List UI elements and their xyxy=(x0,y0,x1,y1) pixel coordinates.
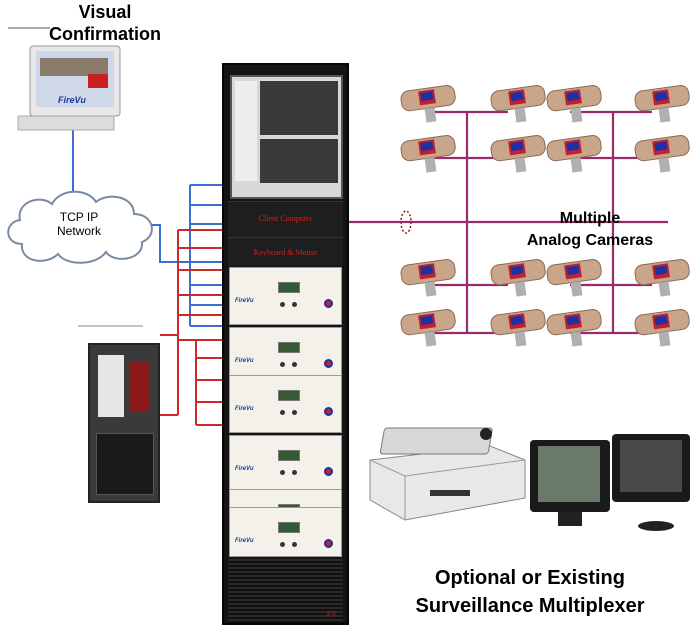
server-rack: Client Computer Keyboard & Mouse FireVu … xyxy=(222,63,349,625)
fire-panel-handset xyxy=(130,361,150,411)
fire-panel-door xyxy=(96,433,154,495)
camera-icon xyxy=(489,257,549,301)
dvr-icon xyxy=(369,427,526,521)
multiplexer-label-line1: Optional or Existing xyxy=(434,567,625,589)
cameras-label: Multiple Analog Cameras xyxy=(510,208,670,252)
keyboard-mouse-label: Keyboard & Mouse xyxy=(253,248,318,257)
visual-confirmation-line1: Visual xyxy=(78,2,132,22)
camera-icon xyxy=(545,133,605,177)
camera-icon xyxy=(633,307,693,351)
fire-panel-icon xyxy=(88,343,160,503)
client-computer-unit: Client Computer xyxy=(228,201,343,242)
camera-icon xyxy=(545,257,605,301)
client-computer-label: Client Computer xyxy=(258,214,313,223)
firevu-module-4: FireVu xyxy=(229,435,342,493)
monitor-sidebar xyxy=(235,81,257,181)
fire-panel-display xyxy=(98,355,124,417)
visual-confirmation-label: Visual Confirmation xyxy=(40,1,170,45)
monitor-video-1 xyxy=(260,81,338,135)
camera-icon xyxy=(399,83,459,127)
camera-icon xyxy=(399,257,459,301)
cloud-icon xyxy=(7,190,153,264)
firevu-module-3: FireVu xyxy=(229,375,342,433)
multiplexer-label: Optional or Existing Surveillance Multip… xyxy=(380,564,680,620)
multiplexer-label-line2: Surveillance Multiplexer xyxy=(415,595,645,617)
keyboard-mouse-unit: Keyboard & Mouse xyxy=(228,237,343,266)
camera-icon xyxy=(489,83,549,127)
rack-vent: FV xyxy=(228,559,343,623)
camera-icon xyxy=(399,133,459,177)
camera-icon xyxy=(633,83,693,127)
workstation-brand: FireVu xyxy=(58,95,86,105)
rack-monitor xyxy=(230,75,343,199)
network-label-line1: TCP IP xyxy=(59,210,99,224)
workstation-icon xyxy=(17,45,121,131)
firevu-module-1: FireVu xyxy=(229,267,342,325)
camera-icon xyxy=(489,307,549,351)
monitor-icon xyxy=(530,434,690,531)
network-label-line2: Network xyxy=(56,224,101,238)
network-label: TCP IP Network xyxy=(34,210,124,238)
alarm-lines xyxy=(158,229,224,426)
camera-icon xyxy=(633,133,693,177)
cameras-label-line2: Analog Cameras xyxy=(526,232,654,249)
firevu-module-6: FireVu xyxy=(229,507,342,557)
cameras-label-line1: Multiple xyxy=(559,210,621,227)
rack-bottom-mark: FV xyxy=(326,610,337,619)
camera-icon xyxy=(399,307,459,351)
monitor-video-2 xyxy=(260,139,338,183)
video-lines xyxy=(349,110,668,335)
network-lines xyxy=(150,184,224,327)
camera-icon xyxy=(545,307,605,351)
camera-icon xyxy=(489,133,549,177)
camera-icon xyxy=(633,257,693,301)
bundle-marker xyxy=(400,210,412,234)
camera-icon xyxy=(545,83,605,127)
visual-confirmation-line2: Confirmation xyxy=(49,24,161,44)
